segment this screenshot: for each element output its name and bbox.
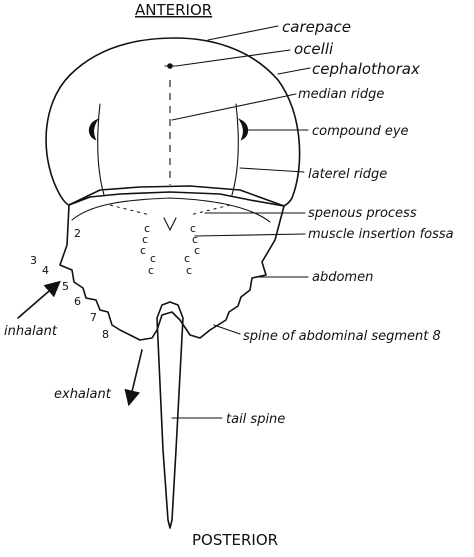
abdomen-outline [59,191,285,341]
ocelli-label: ocelli [294,40,334,58]
abdomen-label: abdomen [312,270,373,285]
abdomen-inner-margin [71,197,271,223]
muscle-insertion-fossa-right: c c c c c [184,222,200,277]
leader-cephalothorax [277,67,311,75]
segment-number-3: 3 [30,254,37,267]
segment-number-8: 8 [102,328,109,341]
spinous-process-label: spenous process [308,206,417,221]
leader-spine-segment-8 [213,324,241,335]
exhalant-label: exhalant [54,387,112,402]
segment-number-7: 7 [90,311,97,324]
inhalant-arrow [17,280,61,319]
carapace-outline [45,37,301,207]
median-ridge-label: median ridge [298,87,384,102]
svg-text:c: c [142,233,148,246]
carapace-inner-edge [59,185,285,207]
leader-ocelli [175,49,291,67]
lateral-ridge-left [97,103,105,196]
leader-lateral-ridge [239,167,305,173]
svg-text:c: c [144,222,150,235]
posterior-heading: POSTERIOR [192,531,278,549]
anterior-heading: ANTERIOR [135,1,212,19]
tail-spine-label: tail spine [226,412,285,427]
median-v-mark [163,217,177,232]
leader-muscle-insertion-fossa [194,233,306,237]
muscle-insertion-fossa-left: c c c c c [140,222,156,277]
tail-spine [156,301,184,529]
spine-segment-8-label: spine of abdominal segment 8 [243,329,441,344]
svg-text:c: c [140,244,146,257]
lateral-ridge-label: laterel ridge [308,167,387,182]
svg-text:c: c [148,264,154,277]
carapace-label: carepace [282,18,351,36]
segment-number-2: 2 [74,227,81,240]
muscle-insertion-fossa-label: muscle insertion fossa [308,227,454,242]
cephalothorax-label: cephalothorax [312,60,420,78]
svg-text:c: c [190,222,196,235]
compound-eye-right [237,118,249,141]
segment-number-6: 6 [74,295,81,308]
segment-number-4: 4 [42,264,49,277]
compound-eye-label: compound eye [312,124,409,139]
compound-eye-left [88,118,100,141]
svg-text:c: c [184,252,190,265]
svg-text:c: c [192,233,198,246]
exhalant-arrow [124,349,143,407]
segment-number-5: 5 [62,280,69,293]
inhalant-label: inhalant [4,324,58,339]
leader-median-ridge [171,93,297,121]
lateral-ridge-right [231,103,239,196]
spinous-process-left [109,204,151,216]
svg-text:c: c [150,252,156,265]
svg-text:c: c [194,244,200,257]
svg-text:c: c [186,264,192,277]
leader-carapace [207,25,279,41]
